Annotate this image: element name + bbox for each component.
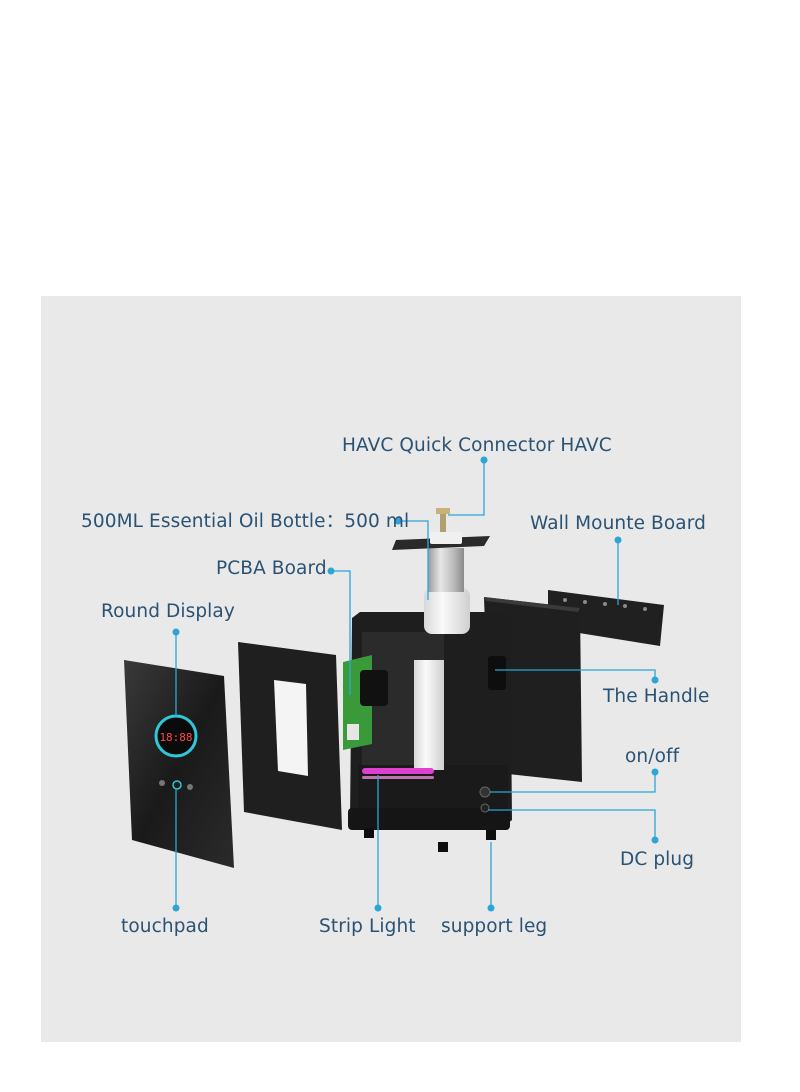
dc-port <box>480 803 490 813</box>
touchpad-dot-right <box>187 784 193 790</box>
label-support-leg: support leg <box>441 916 548 937</box>
label-havc-quick-connector: HAVC Quick Connector HAVC <box>342 435 612 456</box>
label-on-off: on/off <box>625 746 680 767</box>
leader-pcba <box>331 570 351 695</box>
leader-havc <box>448 460 485 516</box>
label-the-handle: The Handle <box>603 686 710 707</box>
dot-dc-plug <box>651 836 659 844</box>
dot-oil-bottle <box>394 517 402 525</box>
support-leg-left <box>364 828 374 838</box>
oil-bottle <box>392 508 490 634</box>
dot-pcba <box>327 567 335 575</box>
dot-on-off <box>651 768 659 776</box>
dot-round-display <box>172 628 180 636</box>
touchpad-button <box>172 780 182 790</box>
leader-oil-bottle <box>398 520 429 600</box>
display-readout: 18:88 <box>159 731 192 744</box>
dot-wall-board <box>614 536 622 544</box>
support-leg-front <box>438 842 448 852</box>
leader-dc-plug <box>488 809 656 840</box>
dot-strip-light <box>374 904 382 912</box>
dot-support-leg <box>487 904 495 912</box>
label-touchpad: touchpad <box>121 916 209 937</box>
label-dc-plug: DC plug <box>620 849 695 870</box>
dot-handle <box>651 676 659 684</box>
dot-havc <box>480 456 488 464</box>
inner-cylinder <box>414 660 444 770</box>
label-strip-light: Strip Light <box>319 916 416 937</box>
label-oil-bottle: 500ML Essential Oil Bottle：500 ml <box>81 511 410 532</box>
touchpad-dot-left <box>159 780 165 786</box>
power-button <box>479 786 491 798</box>
leader-on-off <box>490 772 656 793</box>
strip-light-glow <box>362 776 434 779</box>
middle-frame-panel <box>238 642 342 830</box>
label-pcba-board: PCBA Board <box>216 558 327 579</box>
support-leg-right <box>486 830 496 840</box>
dot-touchpad <box>172 904 180 912</box>
label-round-display: Round Display <box>101 601 235 622</box>
leader-dots <box>172 456 659 912</box>
label-wall-mount-board: Wall Mounte Board <box>530 513 706 534</box>
front-glass-panel: 18:88 <box>124 660 234 868</box>
strip-light <box>362 768 434 774</box>
